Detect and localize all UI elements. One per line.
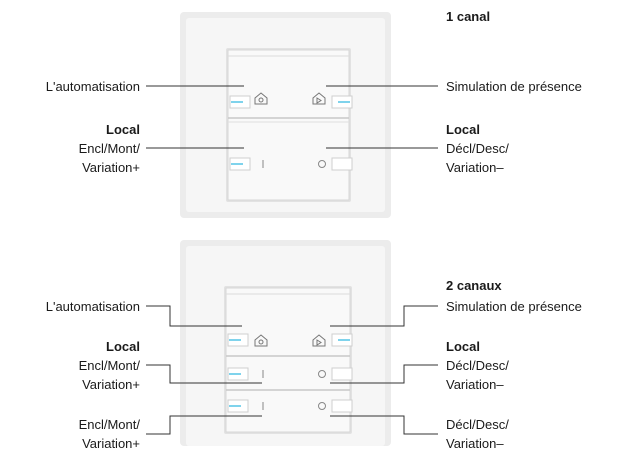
label-automation: L'automatisation: [45, 79, 140, 94]
label-line: Encl/Mont/: [78, 417, 140, 432]
off-symbol-icon: [318, 370, 326, 378]
led-right-bottom-1: [331, 157, 353, 171]
leader-line: [330, 364, 438, 384]
leader-line: [146, 415, 262, 435]
label-automation: L'automatisation: [45, 299, 140, 314]
label-line: Variation–: [446, 377, 504, 392]
label-line: Variation–: [446, 160, 504, 175]
label-line: Décl/Desc/: [446, 417, 509, 432]
label-local-heading: Local: [106, 339, 140, 354]
led-right-top-1: [331, 95, 353, 109]
house-play-icon: [312, 334, 326, 347]
diagram-title: 2 canaux: [446, 278, 502, 293]
label-presence-simulation: Simulation de présence: [446, 79, 582, 94]
led-right-top-2: [331, 333, 353, 347]
label-line: Variation+: [82, 377, 140, 392]
label-presence-simulation: Simulation de présence: [446, 299, 582, 314]
leader-line: [146, 305, 242, 327]
label-line: Décl/Desc/: [446, 358, 509, 373]
house-gear-icon: [254, 334, 268, 347]
label-local-heading: Local: [106, 122, 140, 137]
led-right-bottom-2: [331, 399, 353, 413]
label-line: Variation+: [82, 160, 140, 175]
led-left-top-2: [227, 333, 249, 347]
label-local-heading: Local: [446, 122, 480, 137]
led-left-top-1: [229, 95, 251, 109]
led-left-middle-2: [227, 367, 249, 381]
leader-line: [330, 415, 438, 435]
led-left-bottom-2: [227, 399, 249, 413]
led-left-bottom-1: [229, 157, 251, 171]
label-line: Variation+: [82, 436, 140, 451]
label-line: Décl/Desc/: [446, 141, 509, 156]
label-line: Encl/Mont/: [78, 358, 140, 373]
off-symbol-icon: [318, 160, 326, 168]
led-right-middle-2: [331, 367, 353, 381]
label-line: Encl/Mont/: [78, 141, 140, 156]
diagram-title: 1 canal: [446, 9, 491, 24]
label-line: Variation–: [446, 436, 504, 451]
leader-line: [146, 364, 262, 384]
label-local-heading: Local: [446, 339, 480, 354]
off-symbol-icon: [318, 402, 326, 410]
house-play-icon: [312, 92, 326, 105]
house-gear-icon: [254, 92, 268, 105]
leader-line: [330, 305, 438, 327]
